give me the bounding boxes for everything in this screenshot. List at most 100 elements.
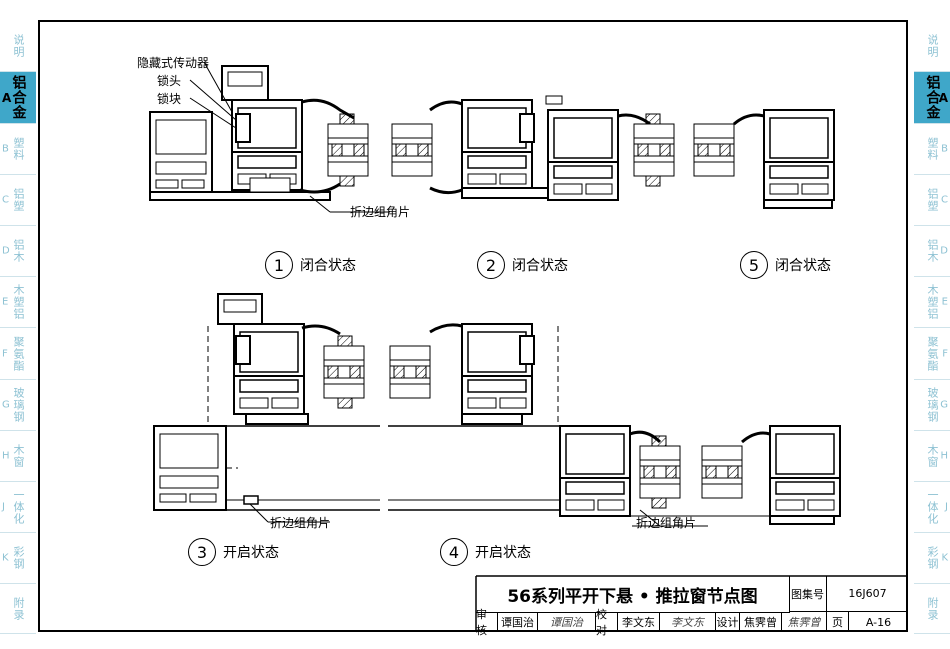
state-number: 5 bbox=[740, 251, 768, 279]
designer-name: 焦霁曾 bbox=[740, 612, 782, 632]
tab-letter: K bbox=[941, 552, 948, 564]
state-text: 闭合状态 bbox=[775, 258, 831, 274]
tab-intro[interactable]: 说明 bbox=[914, 20, 950, 72]
atlas-label: 图集号 bbox=[789, 576, 827, 612]
state-number: 1 bbox=[265, 251, 293, 279]
tab-label: 玻璃钢 bbox=[926, 387, 939, 423]
check-label: 校对 bbox=[596, 608, 618, 637]
tab-label: 铝合金 bbox=[10, 75, 27, 120]
reviewer-signature: 谭国治 bbox=[538, 612, 596, 632]
tab-letter: E bbox=[2, 296, 9, 308]
tab-label: 铝木 bbox=[12, 239, 25, 263]
tab-letter: F bbox=[942, 348, 948, 359]
state-number: 2 bbox=[477, 251, 505, 279]
state-text: 闭合状态 bbox=[300, 258, 356, 274]
title-block-grid bbox=[475, 575, 908, 632]
detail-top-row bbox=[149, 61, 835, 213]
detail-open-tilt bbox=[153, 293, 559, 523]
title-block: 56系列平开下悬 • 推拉窗节点图 图集号 16J607 审核 谭国治 谭国治 … bbox=[476, 576, 908, 637]
checker-signature: 李文东 bbox=[660, 612, 716, 632]
design-label: 设计 bbox=[716, 612, 740, 632]
designer-signature: 焦霁曾 bbox=[782, 612, 827, 632]
tab-letter: J bbox=[945, 501, 948, 513]
tab-letter: B bbox=[941, 143, 948, 155]
tab-letter: K bbox=[2, 552, 9, 564]
tab-label: 附录 bbox=[926, 596, 939, 621]
page-label: 页 bbox=[827, 612, 849, 632]
tab-appendix[interactable]: 附录 bbox=[0, 584, 36, 634]
tab-label: 玻璃钢 bbox=[12, 387, 25, 423]
tab-letter: E bbox=[941, 296, 948, 308]
tab-j[interactable]: 一体化 J bbox=[0, 482, 36, 533]
tab-letter: H bbox=[940, 450, 948, 462]
tab-letter: D bbox=[940, 245, 948, 257]
tab-label: 塑料 bbox=[12, 137, 25, 161]
tab-letter: A bbox=[938, 90, 948, 105]
detail-open-slide bbox=[388, 425, 841, 527]
label-lock-head: 锁头 bbox=[157, 74, 182, 88]
tab-label: 铝木 bbox=[926, 239, 939, 263]
tab-label: 木塑铝 bbox=[926, 284, 939, 320]
state-label-4: 4 开启状态 bbox=[440, 538, 531, 566]
tab-label: 附录 bbox=[12, 596, 25, 621]
tab-label: 聚氨酯 bbox=[12, 335, 25, 372]
tab-label: 一体化 bbox=[926, 489, 939, 525]
tab-letter: G bbox=[2, 399, 10, 411]
tab-label: 一体化 bbox=[12, 489, 25, 525]
state-text: 闭合状态 bbox=[512, 258, 568, 274]
state-number: 4 bbox=[440, 538, 468, 566]
tab-label: 木窗 bbox=[926, 444, 939, 468]
tab-label: 彩钢 bbox=[12, 546, 25, 570]
atlas-number: 16J607 bbox=[827, 576, 908, 612]
tab-label: 说明 bbox=[12, 33, 25, 58]
tab-label: 说明 bbox=[926, 33, 939, 58]
tab-label: 木窗 bbox=[12, 444, 25, 468]
drawing-frame bbox=[38, 20, 908, 632]
label-actuator: 隐藏式传动器 bbox=[137, 56, 210, 70]
tab-letter: G bbox=[940, 399, 948, 411]
tab-label: 彩钢 bbox=[926, 546, 939, 570]
state-text: 开启状态 bbox=[475, 545, 531, 561]
tab-letter: J bbox=[2, 501, 5, 513]
tab-letter: A bbox=[2, 90, 12, 105]
tab-letter: C bbox=[2, 194, 9, 206]
tab-appendix[interactable]: 附录 bbox=[914, 584, 950, 634]
tab-j[interactable]: 一体化 J bbox=[914, 482, 950, 533]
tab-letter: H bbox=[2, 450, 10, 462]
tab-label: 聚氨酯 bbox=[926, 335, 939, 372]
label-lock-block: 锁块 bbox=[157, 92, 182, 106]
tab-label: 铝合金 bbox=[924, 75, 941, 120]
tab-label: 铝塑 bbox=[926, 188, 939, 212]
tab-label: 铝塑 bbox=[12, 188, 25, 212]
label-corner-piece-mid: 折边组角片 bbox=[270, 516, 331, 530]
page-number: A-16 bbox=[865, 615, 892, 629]
state-text: 开启状态 bbox=[223, 545, 279, 561]
drawing-title: 56系列平开下悬 • 推拉窗节点图 bbox=[476, 576, 790, 613]
tab-intro[interactable]: 说明 bbox=[0, 20, 36, 72]
reviewer-name: 谭国治 bbox=[498, 612, 538, 632]
tab-label: 木塑铝 bbox=[12, 284, 25, 320]
state-label-5: 5 闭合状态 bbox=[740, 251, 831, 279]
tab-letter: C bbox=[941, 194, 948, 206]
